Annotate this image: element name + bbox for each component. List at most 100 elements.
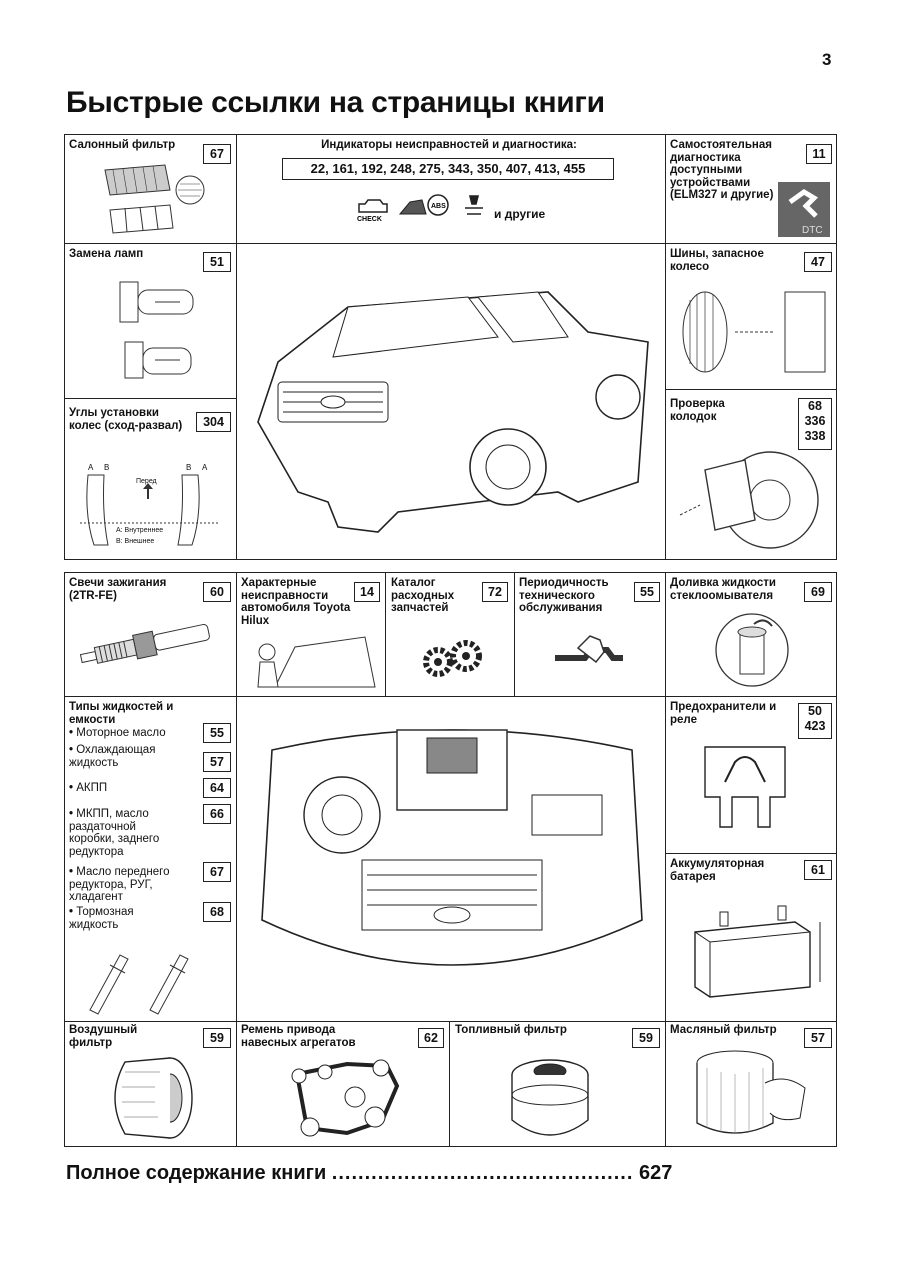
fluid-item-text: Тормозная жидкость <box>69 906 134 931</box>
diagnostics-others: и другие <box>494 207 546 221</box>
fuel-filter-page[interactable]: 59 <box>632 1028 660 1048</box>
lamps-label: Замена ламп <box>69 248 144 260</box>
parts-catalog-label: Каталог расходных запчастей <box>391 577 455 614</box>
alignment-outer: B: Внешнее <box>116 538 155 545</box>
fluids-label: Типы жидкостей и емкости <box>69 701 174 726</box>
abs-icon-text: ABS <box>431 203 446 210</box>
mechanic-illustration <box>245 632 380 692</box>
diagnostics-label: Индикаторы неисправностей и диагностика: <box>321 139 577 151</box>
fluid-page-brake[interactable]: 68 <box>203 902 231 922</box>
spark-plugs-label: Свечи зажигания (2TR-FE) <box>69 577 167 602</box>
fluid-page-coolant[interactable]: 57 <box>203 752 231 772</box>
fluid-item-text: Охлаждающая жидкость <box>69 744 156 769</box>
alignment-b-right: B <box>186 463 192 472</box>
cell-fluids[interactable] <box>64 696 237 1022</box>
fuses-label: Предохранители и реле <box>670 701 777 726</box>
full-contents-dots: ........................................… <box>331 1162 634 1184</box>
brake-pads-page-1[interactable]: 68 <box>808 399 822 413</box>
oil-filter-illustration <box>685 1048 815 1143</box>
maintenance-page[interactable]: 55 <box>634 582 660 602</box>
cabin-filter-page[interactable]: 67 <box>203 144 231 164</box>
fluid-item-text: АКПП <box>76 782 108 794</box>
battery-illustration <box>690 902 830 1002</box>
self-diag-label: Самостоятельная диагностика доступными у… <box>670 139 774 201</box>
fluid-item-text: МКПП, масло раздаточной коробки, заднего… <box>69 808 160 858</box>
washer-page[interactable]: 69 <box>804 582 832 602</box>
full-contents-link[interactable]: Полное содержание книги ................… <box>66 1162 836 1185</box>
battery-label: Аккумуляторная батарея <box>670 858 765 883</box>
engine-bay-illustration <box>252 710 652 1010</box>
fluid-item-mt: • МКПП, масло раздаточной коробки, задне… <box>69 808 160 858</box>
alignment-front: Перед <box>136 478 157 485</box>
toyota-hilux-illustration <box>248 252 658 552</box>
tire-illustration <box>675 282 833 382</box>
brake-illustration <box>675 440 825 550</box>
fuses-pages[interactable]: 50 423 <box>798 703 832 739</box>
fuses-page-1[interactable]: 50 <box>808 704 822 718</box>
alignment-inner: A: Внутреннее <box>116 527 164 534</box>
lamps-page[interactable]: 51 <box>203 252 231 272</box>
page-number: 3 <box>822 50 832 69</box>
brake-pads-pages[interactable]: 68 336 338 <box>798 398 832 450</box>
tires-label: Шины, запасное колесо <box>670 248 764 273</box>
alignment-label: Углы установки колес (сход-развал) <box>69 407 183 432</box>
drive-belt-label: Ремень привода навесных агрегатов <box>241 1024 356 1049</box>
fuel-filter-illustration <box>505 1045 595 1145</box>
spark-plugs-page[interactable]: 60 <box>203 582 231 602</box>
brake-pads-label: Проверка колодок <box>670 398 725 423</box>
check-icon-text: CHECK <box>357 216 382 223</box>
diagnostics-pages[interactable]: 22, 161, 192, 248, 275, 343, 350, 407, 4… <box>282 158 614 180</box>
wrench-hand-icon <box>550 630 630 675</box>
fluid-item-front-diff: • Масло переднего редуктора, РУГ, хладаг… <box>69 866 170 903</box>
alignment-illustration <box>70 455 230 555</box>
alignment-page[interactable]: 304 <box>196 412 231 432</box>
dipstick-illustration <box>80 935 210 1015</box>
fuse-illustration <box>700 742 790 832</box>
maintenance-label: Периодичность технического обслуживания <box>519 577 609 614</box>
fluid-page-engine-oil[interactable]: 55 <box>203 723 231 743</box>
self-diag-page[interactable]: 11 <box>806 144 832 164</box>
brake-pads-page-3[interactable]: 338 <box>804 429 826 443</box>
gears-icon <box>418 638 488 680</box>
air-filter-page[interactable]: 59 <box>203 1028 231 1048</box>
alignment-b-left: B <box>104 463 110 472</box>
air-filter-label: Воздушный фильтр <box>69 1024 138 1049</box>
dtc-icon: DTC <box>778 182 830 237</box>
belt-diagram <box>285 1052 405 1142</box>
page-title: Быстрые ссылки на страницы книги <box>66 86 605 119</box>
battery-page[interactable]: 61 <box>804 860 832 880</box>
oil-filter-label: Масляный фильтр <box>670 1024 777 1036</box>
air-filter-illustration <box>100 1052 200 1144</box>
fluid-item-engine-oil: • Моторное масло <box>69 727 166 739</box>
drive-belt-page[interactable]: 62 <box>418 1028 444 1048</box>
washer-label: Доливка жидкости стеклоомывателя <box>670 577 776 602</box>
fluid-item-text: Масло переднего редуктора, РУГ, хладаген… <box>69 866 170 903</box>
fuses-page-2[interactable]: 423 <box>804 719 826 733</box>
fluid-page-mt[interactable]: 66 <box>203 804 231 824</box>
cabin-filter-label: Салонный фильтр <box>69 139 176 151</box>
cabin-filter-illustration <box>95 160 215 240</box>
fluid-item-text: Моторное масло <box>76 727 166 739</box>
alignment-a-right: A <box>202 463 208 472</box>
full-contents-label: Полное содержание книги <box>66 1162 327 1184</box>
full-contents-page[interactable]: 627 <box>638 1162 673 1184</box>
fluid-page-front-diff[interactable]: 67 <box>203 862 231 882</box>
faults-page[interactable]: 14 <box>354 582 380 602</box>
fluid-item-brake: • Тормозная жидкость <box>69 906 134 931</box>
cell-diagnostics[interactable] <box>236 134 666 244</box>
parts-catalog-page[interactable]: 72 <box>482 582 508 602</box>
washer-cap-illustration <box>712 610 792 690</box>
fuel-filter-label: Топливный фильтр <box>455 1024 567 1036</box>
cell-drive-belt[interactable] <box>236 1021 450 1147</box>
brake-pads-page-2[interactable]: 336 <box>804 414 826 428</box>
dtc-icon-text: DTC <box>802 225 823 236</box>
alignment-a-left: A <box>88 463 94 472</box>
fluid-item-coolant: • Охлаждающая жидкость <box>69 744 156 769</box>
oil-filter-page[interactable]: 57 <box>804 1028 832 1048</box>
tires-page[interactable]: 47 <box>804 252 832 272</box>
fluid-page-at[interactable]: 64 <box>203 778 231 798</box>
spark-plug-illustration <box>75 610 225 680</box>
faults-label: Характерные неисправности автомобиля Toy… <box>241 577 351 627</box>
fluid-item-at: • АКПП <box>69 782 108 794</box>
bulbs-illustration <box>105 272 215 392</box>
